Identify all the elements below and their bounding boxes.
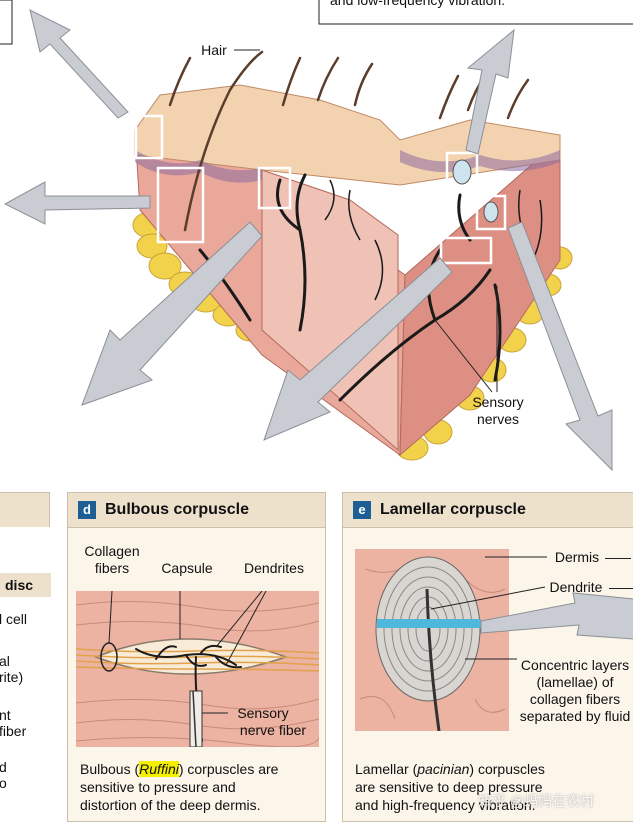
collagen-fibers-label-2: fibers <box>94 560 130 576</box>
panel-d-caption-highlight: Ruffini <box>139 761 179 777</box>
sensory-nerves-label-2: nerves <box>476 411 520 427</box>
panel-e-caption-post: ) corpuscles <box>469 761 545 777</box>
panel-left-line-1: l cell <box>0 611 28 627</box>
panel-d-caption-post: ) corpuscles are <box>178 761 279 777</box>
panel-e-caption-line2: are sensitive to deep pressure <box>355 779 543 795</box>
sensory-nerve-fiber-label-1: Sensory <box>237 705 289 721</box>
panel-e-caption-pre: Lamellar ( <box>355 761 418 777</box>
panel-left-subheader <box>0 573 51 597</box>
dendrites-label: Dendrites <box>244 560 304 576</box>
sensory-nerves-label-1: Sensory <box>472 394 524 410</box>
concentric-layers-label-3: collagen fibers <box>529 691 621 707</box>
concentric-layers-label-1: Concentric layers <box>520 657 630 673</box>
panel-left-line-2: al <box>0 653 10 669</box>
sensory-nerve-fiber-label-2: nerve fiber <box>239 722 307 738</box>
arrow-top-left <box>29 9 129 119</box>
arrow-top-right <box>465 28 515 155</box>
dermis-label: Dermis <box>554 549 600 565</box>
panel-d-caption-line2: sensitive to pressure and <box>80 779 236 795</box>
panel-e-letter: e <box>353 501 371 519</box>
panel-d-title: Bulbous corpuscle <box>105 501 250 518</box>
panel-e-caption-italic: pacinian <box>417 761 470 777</box>
panel-left-line-6: d <box>0 759 7 775</box>
panel-lamellar-corpuscle: e Lamellar corpuscle Dermis Dendrite Con… <box>342 492 633 822</box>
skin-block-illustration <box>0 0 633 472</box>
concentric-layers-label-2: (lamellae) of <box>536 674 614 690</box>
panel-left-header <box>0 493 49 528</box>
skin-cutaway <box>261 169 399 452</box>
panel-e-caption: Lamellar (pacinian) corpuscles are sensi… <box>355 760 625 814</box>
dendrite-label: Dendrite <box>549 579 603 595</box>
panel-left-line-7: o <box>0 775 7 791</box>
concentric-layers-label-4: separated by fluid <box>519 708 631 724</box>
arrow-left <box>3 181 151 225</box>
top-right-box-text: and low-frequency vibration. <box>330 0 506 8</box>
arrow-right <box>507 221 613 472</box>
arrow-bottom-center <box>263 257 453 441</box>
panel-bulbous-corpuscle: d Bulbous corpuscle <box>67 492 326 822</box>
dermis-dash <box>605 558 631 559</box>
panel-left-line-3: rite) <box>0 669 24 685</box>
panel-d-header <box>68 493 325 528</box>
panel-d-letter: d <box>78 501 96 519</box>
capsule-label: Capsule <box>161 560 213 576</box>
panel-left-line-4: nt <box>0 707 11 723</box>
panel-e-caption-line3: and high-frequency vibration. <box>355 797 536 813</box>
arrow-bottom-left <box>81 221 263 406</box>
bulbous-corpuscle-illustration <box>76 591 319 747</box>
dendrite-dash <box>609 588 633 589</box>
watermark: 知乎 @蚂妈在农村 <box>478 793 595 809</box>
hair-label: Hair <box>201 42 227 58</box>
collagen-fibers-label-1: Collagen <box>84 543 140 559</box>
panel-left-line-5: fiber <box>0 723 27 739</box>
panel-d-caption-line3: distortion of the deep dermis. <box>80 797 261 813</box>
callout-arrows <box>3 9 613 472</box>
panel-left-disc: disc <box>5 577 34 593</box>
panel-d-caption: Bulbous (Ruffini) corpuscles are sensiti… <box>80 760 320 814</box>
panel-d-caption-pre: Bulbous ( <box>80 761 140 777</box>
arrow-lamellar-right <box>480 592 633 640</box>
panel-e-header <box>343 493 633 528</box>
lamellar-corpuscle-illustration <box>355 549 633 731</box>
panel-left-clipped: disc l cell al rite) nt fiber d o <box>0 492 51 823</box>
panel-e-title: Lamellar corpuscle <box>380 501 526 518</box>
